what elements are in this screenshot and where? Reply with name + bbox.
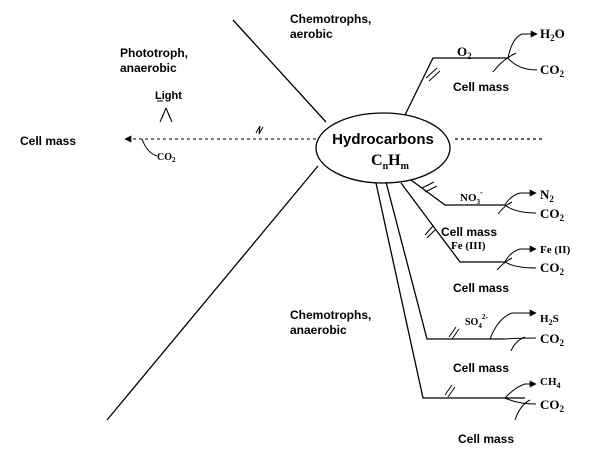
o2-branch-line: [404, 57, 508, 116]
o2-co2-curve: [507, 57, 538, 71]
ch4-co2-curve: [504, 397, 537, 405]
no3-product-arrow: [504, 189, 537, 206]
o2-cell-mass-curve: [492, 52, 517, 73]
so4-branch-tick: [448, 326, 460, 340]
o2-cell-mass-label: Cell mass: [453, 80, 509, 94]
fe2-product-label: Fe (II): [540, 244, 571, 256]
no3-cell-mass-tick: [424, 225, 437, 239]
no3-branch-line: [410, 179, 505, 206]
ch4-branch-tick: [444, 384, 456, 398]
n2-product-label: N2: [540, 187, 554, 204]
ch4-branch-line: [375, 182, 525, 399]
o2-acceptor-label: O2: [457, 44, 472, 61]
no3-cell-mass-label: Cell mass: [441, 225, 497, 239]
divider-top: [232, 19, 327, 123]
ch4-co2-label: CO2: [540, 397, 565, 414]
so4-branch-line: [385, 181, 505, 340]
fe-product-arrow: [504, 245, 537, 263]
phototroph-anaerobic-label-line1: Phototroph,: [120, 46, 188, 60]
light-label: Light: [155, 90, 182, 102]
fe-cell-mass-label: Cell mass: [453, 281, 509, 295]
o2-product-arrow: [507, 30, 538, 59]
phototroph-co2-curve: [141, 138, 158, 157]
so4-acceptor-label: SO42-: [465, 313, 488, 330]
no3-branch-tick: [421, 181, 438, 193]
ch4-product-arrow: [504, 380, 537, 399]
ch4-cell-mass-curve: [514, 399, 531, 421]
o2-co2-label: CO2: [540, 62, 565, 79]
divider-bottom-left: [106, 165, 319, 421]
o2-branch-tick: [425, 67, 441, 82]
phototroph-lightning-mark: [255, 125, 264, 135]
no3-co2-curve: [504, 204, 537, 214]
no3-cell-mass-curve: [497, 201, 513, 215]
ch4-cell-mass-label: Cell mass: [458, 432, 514, 446]
hydrocarbons-formula: CnHm: [371, 152, 410, 172]
chemotrophs-anaerobic-label-line1: Chemotrophs,: [290, 308, 371, 322]
fe3-acceptor-label: Fe (III): [451, 240, 486, 252]
so4-cell-mass-label: Cell mass: [453, 361, 509, 375]
chemotrophs-aerobic-label-line1: Chemotrophs,: [290, 12, 371, 26]
so4-co2-curve: [504, 337, 537, 340]
light-rays-icon: [159, 107, 173, 123]
phototroph-cell-mass-label: Cell mass: [20, 134, 76, 148]
no3-co2-label: CO2: [540, 206, 565, 223]
ch4-product-label: CH4: [540, 376, 561, 390]
so4-co2-label: CO2: [540, 331, 565, 348]
phototroph-co2-label: CO2: [157, 152, 176, 164]
fe-co2-curve: [504, 261, 537, 269]
chemotrophs-aerobic-label-line2: aerobic: [290, 27, 333, 41]
fe-cell-mass-curve: [496, 257, 513, 271]
so4-cell-mass-curve: [510, 336, 526, 352]
h2s-product-label: H2S: [540, 313, 559, 327]
phototroph-anaerobic-label-line2: anaerobic: [120, 61, 177, 75]
fe-co2-label: CO2: [540, 260, 565, 277]
fe-branch-line: [400, 182, 505, 263]
chemotrophs-anaerobic-label-line2: anaerobic: [290, 323, 347, 337]
no3-acceptor-label: NO3-: [460, 188, 483, 206]
hydrocarbons-node: [315, 112, 451, 184]
hydrocarbons-label: Hydrocarbons: [332, 131, 434, 148]
h2o-product-label: H2O: [540, 26, 565, 43]
so4-product-arrow: [489, 309, 537, 340]
